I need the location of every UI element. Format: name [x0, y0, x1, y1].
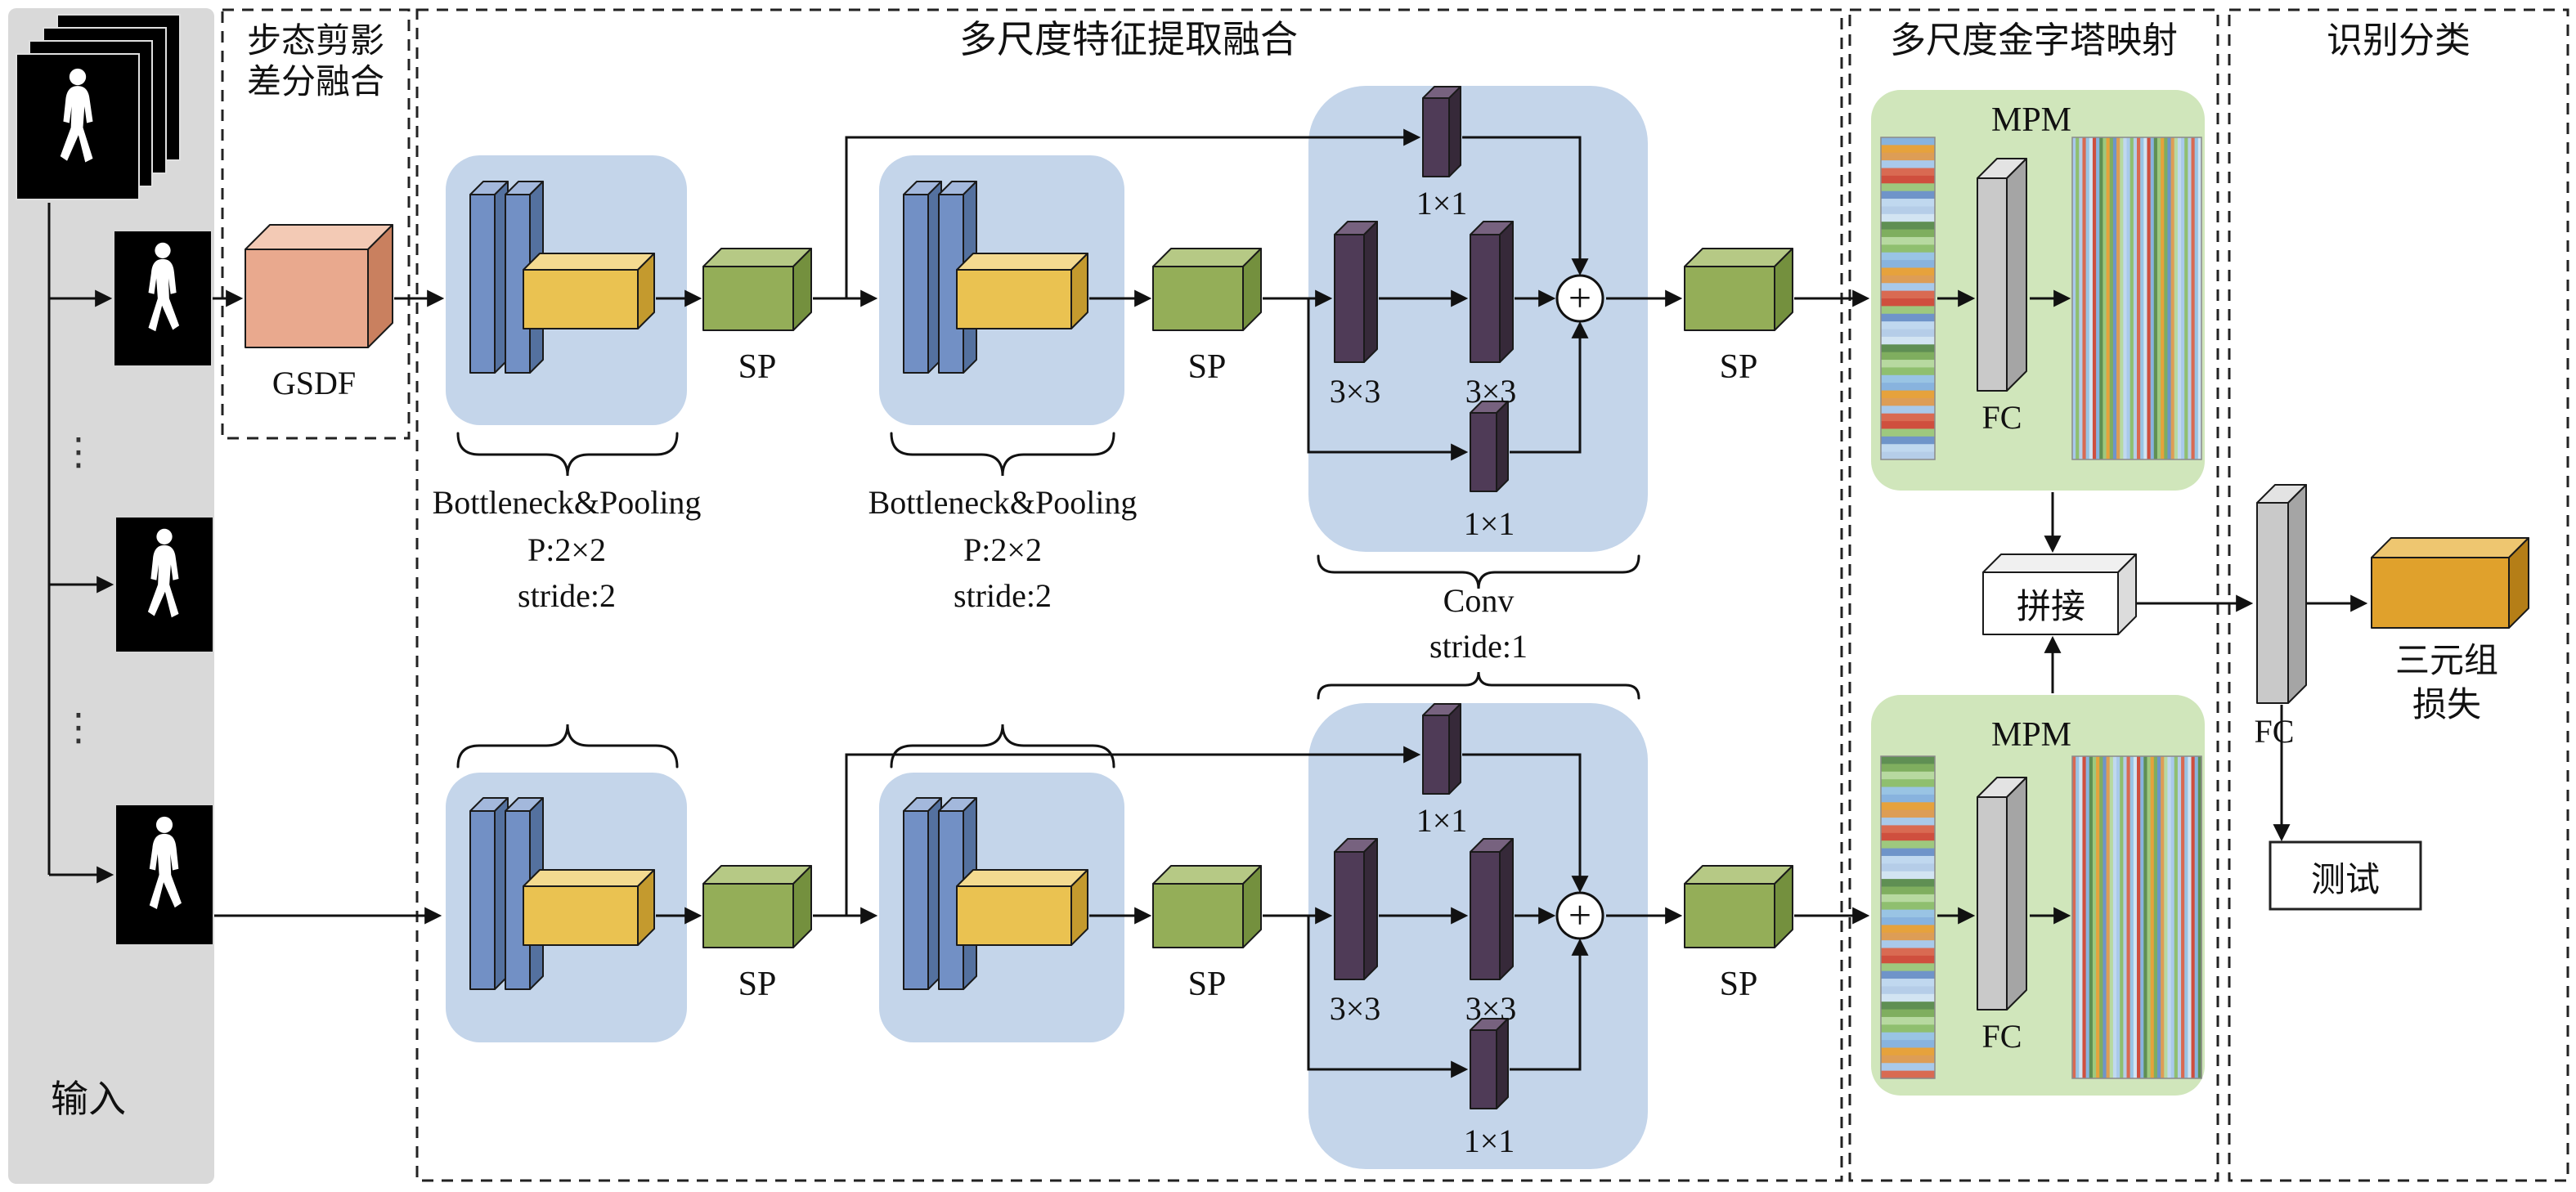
pooling-slab: [523, 253, 655, 329]
triplet-loss-block: [2371, 537, 2529, 629]
sp-block: [1684, 865, 1793, 948]
ellipsis-icon: ⋮: [60, 705, 97, 749]
pooling-slab: [523, 869, 655, 946]
pooling-param-2: P:2×2: [963, 531, 1042, 568]
gsdf-cube-label: GSDF: [272, 365, 356, 401]
labels-layer: 输入 ⋮ ⋮ 步态剪影 差分融合 GSDF 多尺度特征提取融合 Bottlene…: [51, 19, 2498, 1159]
feature-map: [1880, 755, 1936, 1079]
kernel-3x3-label: 3×3: [1330, 990, 1381, 1027]
sp-block: [1152, 248, 1262, 331]
triplet-loss-label-line2: 损失: [2412, 687, 2481, 724]
kernel-1x1-label: 1×1: [1416, 185, 1468, 222]
sp-label: SP: [1720, 348, 1758, 386]
sp-block: [1152, 865, 1262, 948]
triplet-loss-label-line1: 三元组: [2395, 643, 2498, 680]
conv-3x3-block: [1334, 221, 1378, 363]
add-circles: [1555, 274, 1604, 940]
mpm-fc-label: FC: [1982, 399, 2022, 436]
conv-label: Conv: [1443, 582, 1515, 619]
mpm-fc-slab: [1977, 158, 2027, 392]
bottleneck-label-1: Bottleneck&Pooling: [433, 484, 702, 521]
pooling-slab: [956, 869, 1088, 946]
conv-1x1-block: [1422, 86, 1461, 177]
mpm-fc-slab: [1977, 777, 2027, 1011]
kernel-3x3-label: 3×3: [1465, 990, 1517, 1027]
conv-1x1-block: [1470, 1018, 1509, 1109]
test-label: 测试: [2311, 862, 2380, 899]
bottleneck-label-2: Bottleneck&Pooling: [868, 484, 1138, 521]
conv-1x1-block: [1422, 703, 1461, 795]
conv-1x1-block: [1470, 401, 1509, 492]
bottleneck-conv-slab: [469, 181, 509, 374]
kernel-3x3-label: 3×3: [1465, 373, 1517, 410]
sp-label: SP: [1720, 966, 1758, 1003]
bottleneck-conv-slab: [903, 181, 942, 374]
test-box: [2269, 840, 2422, 911]
kernel-3x3-label: 3×3: [1330, 373, 1381, 410]
bottleneck-conv-slab: [469, 797, 509, 990]
sp-label: SP: [738, 348, 777, 386]
mpm-label: MPM: [1991, 101, 2071, 139]
sp-block: [1684, 248, 1793, 331]
conv-stride-label: stride:1: [1429, 628, 1528, 665]
sp-label: SP: [738, 966, 777, 1003]
stride-param-2: stride:2: [954, 577, 1052, 614]
blocks: [245, 86, 2529, 1109]
cls-fc-slab: [2256, 484, 2307, 704]
braces: [456, 432, 1640, 769]
add-circle: [1555, 891, 1604, 940]
kernel-1x1-label: 1×1: [1464, 1123, 1515, 1159]
mpm-fc-label: FC: [1982, 1018, 2022, 1055]
concat-label: 拼接: [2017, 589, 2085, 626]
feature-map: [1880, 137, 1936, 460]
pooling-param-1: P:2×2: [527, 531, 606, 568]
sp-label: SP: [1188, 348, 1227, 386]
mpm-label: MPM: [1991, 716, 2071, 754]
bottleneck-conv-slab: [903, 797, 942, 990]
gsdf-cube: [245, 224, 393, 348]
ellipsis-icon: ⋮: [60, 429, 97, 473]
gsdf-section-title-line1: 步态剪影: [247, 23, 384, 60]
section-title-extraction: 多尺度特征提取融合: [959, 19, 1298, 60]
feature-map: [2071, 755, 2202, 1079]
input-label: 输入: [51, 1078, 126, 1120]
plus-icon: +: [1568, 275, 1591, 320]
add-circle: [1555, 274, 1604, 323]
highlight-regions: [446, 86, 2205, 1169]
conv-3x3-block: [1470, 221, 1514, 363]
section-title-pyramid: 多尺度金字塔映射: [1890, 20, 2178, 60]
kernel-1x1-label: 1×1: [1416, 802, 1468, 839]
stride-param-1: stride:2: [518, 577, 616, 614]
silhouette-stack: [16, 14, 181, 200]
kernel-1x1-label: 1×1: [1464, 505, 1515, 542]
sp-block: [702, 248, 812, 331]
pooling-slab: [956, 253, 1088, 329]
section-title-classification: 识别分类: [2327, 20, 2471, 60]
conv-3x3-block: [1334, 838, 1378, 980]
conv-3x3-block: [1470, 838, 1514, 980]
cls-fc-label: FC: [2255, 713, 2295, 750]
concat-box: [1982, 553, 2137, 635]
section-borders: [221, 8, 2569, 1182]
feature-map: [2071, 137, 2202, 460]
gsdf-section-title-line2: 差分融合: [247, 64, 384, 101]
shapes-layer: [8, 8, 2569, 1184]
sp-label: SP: [1188, 966, 1227, 1003]
connectors: [47, 128, 2368, 1078]
sp-block: [702, 865, 812, 948]
silhouette-frames: [114, 231, 213, 944]
plus-icon: +: [1568, 892, 1591, 938]
